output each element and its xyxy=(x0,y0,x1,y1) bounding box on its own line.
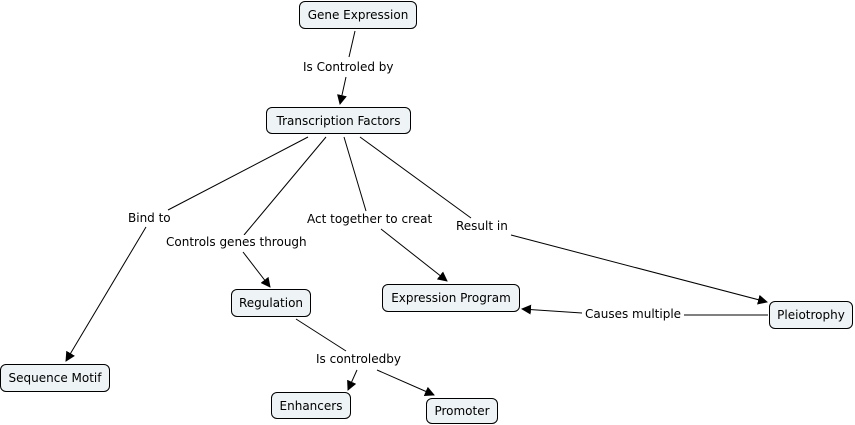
concept-pleiotrophy[interactable]: Pleiotrophy xyxy=(769,301,853,329)
concept-label: Sequence Motif xyxy=(8,371,102,385)
concept-regulation[interactable]: Regulation xyxy=(231,289,311,317)
concept-label: Expression Program xyxy=(391,291,511,305)
concept-transcription-factors[interactable]: Transcription Factors xyxy=(266,107,411,134)
link-arrow xyxy=(242,251,271,288)
concept-label: Regulation xyxy=(238,296,304,310)
link-arrow xyxy=(510,234,768,305)
link-line xyxy=(359,136,472,219)
link-line xyxy=(348,30,356,58)
link-label-bind-to[interactable]: Bind to xyxy=(127,211,172,225)
link-label-is-controledby[interactable]: Is controledby xyxy=(315,352,402,366)
link-arrow xyxy=(347,369,358,391)
link-label-causes-multiple[interactable]: Causes multiple xyxy=(584,307,683,321)
link-arrow xyxy=(380,228,448,282)
concept-label: Pleiotrophy xyxy=(777,308,845,322)
link-label-is-controled-by[interactable]: Is Controled by xyxy=(302,60,395,74)
link-line xyxy=(167,136,309,211)
concept-gene-expression[interactable]: Gene Expression xyxy=(299,1,417,29)
link-line xyxy=(243,136,327,236)
link-line xyxy=(343,136,367,212)
concept-sequence-motif[interactable]: Sequence Motif xyxy=(0,364,110,392)
concept-label: Enhancers xyxy=(279,398,343,413)
link-arrow xyxy=(337,76,347,105)
link-label-act-together[interactable]: Act together to creat xyxy=(306,212,434,226)
concept-expression-program[interactable]: Expression Program xyxy=(382,284,520,312)
concept-enhancers[interactable]: Enhancers xyxy=(271,392,351,419)
link-label-result-in[interactable]: Result in xyxy=(455,219,509,233)
concept-label: Transcription Factors xyxy=(276,113,401,128)
link-arrow xyxy=(521,304,583,315)
link-label-controls-genes-through[interactable]: Controls genes through xyxy=(165,235,308,249)
concept-label: Promoter xyxy=(434,404,490,418)
concept-promoter[interactable]: Promoter xyxy=(426,398,498,424)
link-arrow xyxy=(376,369,435,396)
link-arrow xyxy=(65,226,147,362)
concept-label: Gene Expression xyxy=(307,8,409,22)
link-line xyxy=(295,318,347,352)
